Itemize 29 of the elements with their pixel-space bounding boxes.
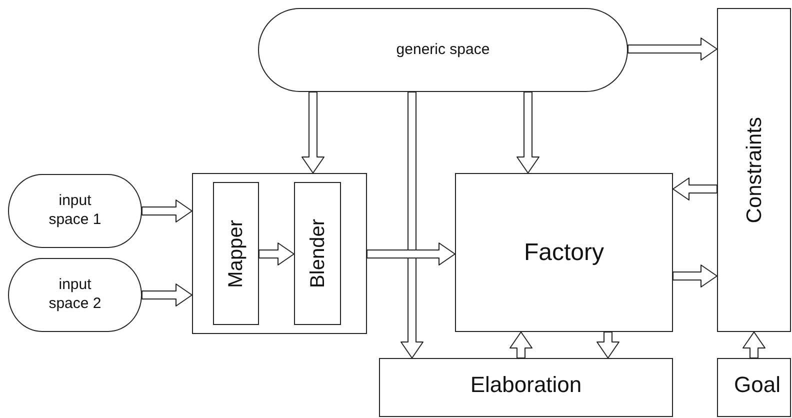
container-box xyxy=(192,173,367,334)
node-label: Elaboration xyxy=(469,371,583,398)
node-label: input space 1 xyxy=(48,192,102,230)
process-box xyxy=(379,358,673,417)
node-label: Constraints xyxy=(744,116,764,224)
hollow-arrow xyxy=(742,332,766,358)
hollow-arrow xyxy=(510,332,532,358)
process-box xyxy=(213,182,259,325)
hollow-arrow xyxy=(302,92,324,174)
node-label: Mapper xyxy=(226,220,246,288)
hollow-arrow xyxy=(596,332,620,358)
hollow-arrow xyxy=(142,200,192,222)
node-label: generic space xyxy=(395,40,491,60)
process-box xyxy=(455,173,673,332)
node-label: Factory xyxy=(522,238,605,268)
hollow-arrow xyxy=(628,38,718,60)
hollow-arrow xyxy=(400,92,424,358)
hollow-arrow xyxy=(672,264,718,288)
process-box xyxy=(717,358,791,417)
node-label: Goal xyxy=(733,371,782,398)
hollow-arrow xyxy=(672,178,718,200)
hollow-arrow xyxy=(366,242,456,266)
hollow-arrow xyxy=(258,242,294,266)
process-box xyxy=(294,182,341,325)
process-box xyxy=(717,8,791,332)
hollow-arrow xyxy=(516,92,540,174)
hollow-arrow xyxy=(142,284,192,306)
node-label: input space 2 xyxy=(48,276,102,314)
node-label: Blender xyxy=(308,219,328,288)
